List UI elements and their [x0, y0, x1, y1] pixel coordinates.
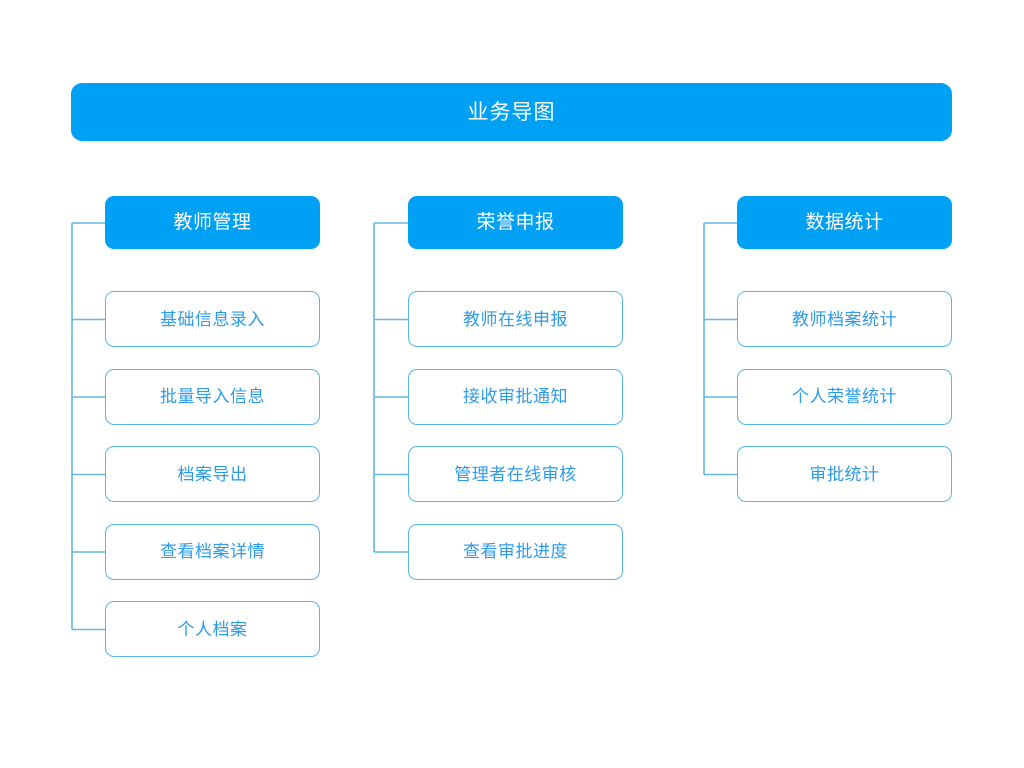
branch-item-label: 管理者在线审核 [454, 464, 577, 484]
branch-item-node[interactable]: 个人荣誉统计 [737, 368, 952, 425]
branch-connector-lines-1 [71, 221, 105, 630]
branch-header-node-2[interactable]: 荣誉申报 [408, 196, 623, 249]
diagram-title-text: 业务导图 [467, 100, 556, 124]
branch-header-label: 数据统计 [805, 212, 884, 233]
branch-item-label: 批量导入信息 [160, 387, 265, 406]
branch-item-label: 基础信息录入 [160, 309, 265, 329]
branch-item-node[interactable]: 基础信息录入 [105, 291, 320, 347]
branch-item-node[interactable]: 接收审批通知 [408, 368, 623, 425]
branch-item-label: 审批统计 [809, 464, 880, 484]
branch-item-label: 档案导出 [177, 464, 248, 484]
branch-connector-lines-3 [703, 221, 737, 475]
branch-header-label: 荣誉申报 [476, 212, 555, 233]
branch-item-node[interactable]: 审批统计 [737, 446, 952, 502]
branch-item-node[interactable]: 批量导入信息 [105, 368, 320, 425]
branch-item-label: 查看审批进度 [463, 542, 568, 561]
branch-item-node[interactable]: 个人档案 [105, 601, 320, 657]
branch-header-node-3[interactable]: 数据统计 [737, 196, 952, 249]
branch-item-node[interactable]: 教师在线申报 [408, 291, 623, 347]
branch-item-label: 个人档案 [177, 619, 248, 639]
branch-item-node[interactable]: 查看档案详情 [105, 523, 320, 580]
branch-item-label: 查看档案详情 [160, 542, 265, 561]
branch-item-label: 教师在线申报 [463, 309, 568, 329]
diagram-title-bar: 业务导图 [71, 83, 952, 141]
branch-item-label: 接收审批通知 [463, 387, 568, 406]
branch-header-node-1[interactable]: 教师管理 [105, 196, 320, 249]
branch-item-label: 教师档案统计 [792, 309, 897, 329]
branch-item-label: 个人荣誉统计 [792, 387, 897, 406]
branch-item-node[interactable]: 管理者在线审核 [408, 446, 623, 502]
branch-item-node[interactable]: 查看审批进度 [408, 523, 623, 580]
branch-item-node[interactable]: 教师档案统计 [737, 291, 952, 347]
branch-header-label: 教师管理 [173, 212, 252, 233]
branch-connector-lines-2 [373, 221, 408, 553]
branch-item-node[interactable]: 档案导出 [105, 446, 320, 502]
